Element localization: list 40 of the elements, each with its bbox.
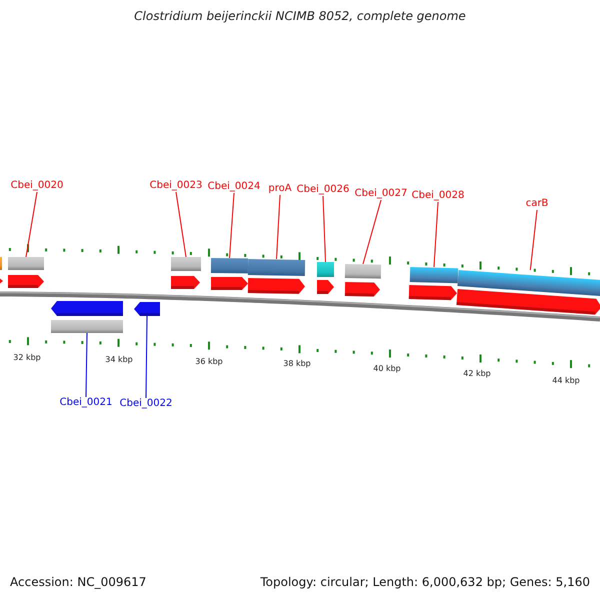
gene-category-bar (51, 320, 123, 333)
leader-line (26, 192, 38, 258)
gene-feature (134, 302, 160, 316)
leader-line (176, 192, 186, 258)
leader-line (362, 200, 382, 264)
leader-line (86, 332, 88, 398)
gene-label: Cbei_0021 (60, 397, 112, 409)
footer-text: Topology: circular; Length: 6,000,632 bp; Genes: 5,160 (260, 575, 590, 589)
gene-label: carB (526, 198, 548, 210)
leader-line (229, 192, 234, 258)
gene-label: Cbei_0020 (10, 180, 64, 192)
leader-line (530, 210, 538, 271)
gene-label: Cbei_0024 (208, 181, 260, 193)
scale-label: 40 kbp (373, 364, 401, 373)
leader-line (276, 194, 280, 260)
leader-line (146, 316, 148, 398)
leader-line (434, 202, 438, 268)
gene-label: Cbei_0023 (150, 180, 202, 192)
gene-category-bar (457, 270, 600, 296)
gene-category-bar (248, 259, 306, 276)
gene-category-bar (171, 257, 201, 271)
scale-label: 44 kbp (552, 376, 580, 385)
gene-category-bar (344, 264, 382, 279)
gene-label: Cbei_0028 (412, 190, 464, 202)
scale-label: 34 kbp (105, 355, 133, 364)
gene-label: proA (268, 183, 292, 195)
gene-label: Cbei_0026 (296, 184, 350, 196)
gene-label: Cbei_0022 (120, 398, 172, 410)
scale-label: 38 kbp (283, 359, 311, 368)
scale-label: 32 kbp (13, 353, 41, 362)
gene-label: Cbei_0027 (354, 188, 408, 200)
leader-line (322, 196, 326, 262)
title: Clostridium beijerinckii NCIMB 8052, complete genome (133, 9, 467, 23)
scale-label: 42 kbp (463, 369, 491, 378)
gene-category-bar (410, 267, 458, 284)
gene-category-bar (210, 258, 248, 274)
scale-label: 36 kbp (195, 357, 223, 366)
footer-text: Accession: NC_009617 (10, 575, 146, 589)
gene-category-bar (317, 262, 334, 277)
gene-category-bar (8, 257, 44, 270)
